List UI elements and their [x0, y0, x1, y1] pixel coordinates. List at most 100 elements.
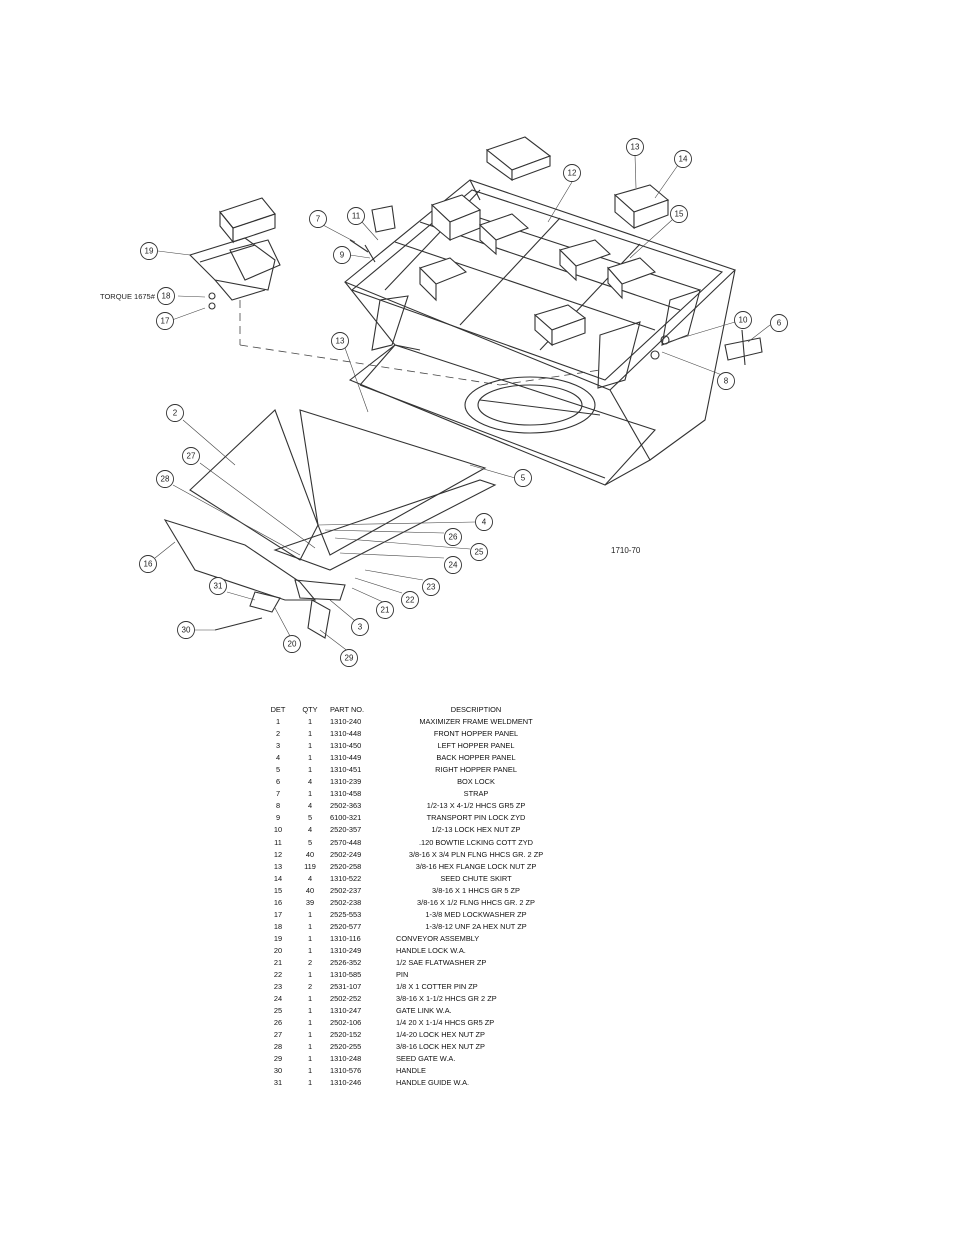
cell-det: 22	[273, 970, 283, 980]
cell-part-no: 2531-107	[330, 982, 362, 992]
cell-description: RIGHT HOPPER PANEL	[435, 765, 517, 775]
cell-part-no: 2520-258	[330, 861, 362, 871]
callout-10: 10	[734, 311, 752, 329]
cell-part-no: 2502-363	[330, 801, 362, 811]
box-lock-hardware	[349, 205, 763, 366]
svg-text:27: 27	[187, 452, 196, 461]
cell-description: 3/8-16 X 1 HHCS GR 5 ZP	[432, 885, 520, 895]
cell-det: 13	[273, 861, 283, 871]
cell-part-no: 1310-248	[330, 1054, 362, 1064]
callout-21: 21	[376, 601, 394, 619]
cell-part-no: 1310-451	[330, 765, 362, 775]
cell-part-no: 2502-249	[330, 849, 362, 859]
cell-description: 1-3/8 MED LOCKWASHER ZP	[425, 909, 527, 919]
cell-qty: 1	[307, 945, 313, 955]
cell-description: FRONT HOPPER PANEL	[433, 729, 519, 739]
cell-part-no: 2520-577	[330, 921, 362, 931]
cell-det: 17	[273, 909, 283, 919]
callout-9: 9	[333, 246, 351, 264]
cell-det: 29	[273, 1054, 283, 1064]
cell-description: HANDLE LOCK W.A.	[396, 945, 466, 955]
cell-description: .120 BOWTIE LCKING COTT ZYD	[418, 837, 534, 847]
cell-det: 5	[275, 765, 281, 775]
svg-text:3: 3	[358, 623, 363, 632]
cell-det: 31	[273, 1078, 283, 1088]
cell-part-no: 2502-106	[330, 1018, 362, 1028]
cell-det: 28	[273, 1042, 283, 1052]
cell-qty: 1	[307, 765, 313, 775]
svg-text:23: 23	[427, 583, 436, 592]
cell-qty: 4	[307, 873, 313, 883]
svg-text:2: 2	[173, 409, 178, 418]
cell-det: 8	[275, 801, 281, 811]
cell-part-no: 2502-252	[330, 994, 362, 1004]
cell-part-no: 1310-246	[330, 1078, 362, 1088]
cell-description: HANDLE	[396, 1066, 426, 1076]
callout-11: 11	[347, 207, 365, 225]
cell-qty: 1	[307, 741, 313, 751]
cell-qty: 1	[307, 1006, 313, 1016]
cell-description: TRANSPORT PIN LOCK ZYD	[426, 813, 526, 823]
cell-qty: 1	[307, 789, 313, 799]
callout-29: 29	[340, 649, 358, 667]
cell-description: SEED GATE W.A.	[396, 1054, 456, 1064]
cell-det: 1	[275, 717, 281, 727]
cell-description: 3/8-16 X 1/2 FLNG HHCS GR. 2 ZP	[417, 897, 535, 907]
callout-3: 3	[351, 618, 369, 636]
callout-19: 19	[140, 242, 158, 260]
cell-det: 16	[273, 897, 283, 907]
svg-text:12: 12	[568, 169, 577, 178]
cell-qty: 1	[307, 994, 313, 1004]
cell-description: BACK HOPPER PANEL	[436, 753, 516, 763]
cell-qty: 1	[307, 970, 313, 980]
callout-2: 2	[166, 404, 184, 422]
cell-det: 10	[273, 825, 283, 835]
cell-qty: 5	[307, 813, 313, 823]
svg-text:11: 11	[352, 212, 361, 221]
cell-qty: 5	[307, 837, 313, 847]
cell-part-no: 2570-448	[330, 837, 362, 847]
exploded-view-diagram: 2 3 4 5 6 7 8 9 10 11 12 13 13 14 15 16 …	[100, 136, 788, 667]
table-row: 5 1 1310-451 RIGHT HOPPER PANEL	[262, 764, 566, 776]
callout-26: 26	[444, 528, 462, 546]
svg-text:7: 7	[316, 215, 321, 224]
cell-det: 12	[273, 849, 283, 859]
svg-text:16: 16	[144, 560, 153, 569]
cell-description: 1/2-13 X 4-1/2 HHCS GR5 ZP	[426, 801, 526, 811]
callout-27: 27	[182, 447, 200, 465]
callout-22: 22	[401, 591, 419, 609]
cell-det: 14	[273, 873, 283, 883]
seed-boxes	[418, 136, 670, 347]
svg-text:10: 10	[739, 316, 748, 325]
cell-part-no: 1310-449	[330, 753, 362, 763]
cell-description: 3/8-16 X 1-1/2 HHCS GR 2 ZP	[396, 994, 497, 1004]
cell-qty: 40	[305, 885, 315, 895]
cell-qty: 4	[307, 801, 313, 811]
cell-det: 6	[275, 777, 281, 787]
callout-18: 18	[157, 287, 175, 305]
svg-text:28: 28	[161, 475, 170, 484]
cell-det: 15	[273, 885, 283, 895]
cell-description: SEED CHUTE SKIRT	[440, 873, 512, 883]
cell-det: 9	[275, 813, 281, 823]
callout-4: 4	[475, 513, 493, 531]
callout-15: 15	[670, 205, 688, 223]
svg-text:6: 6	[777, 319, 782, 328]
cell-description: PIN	[396, 970, 409, 980]
